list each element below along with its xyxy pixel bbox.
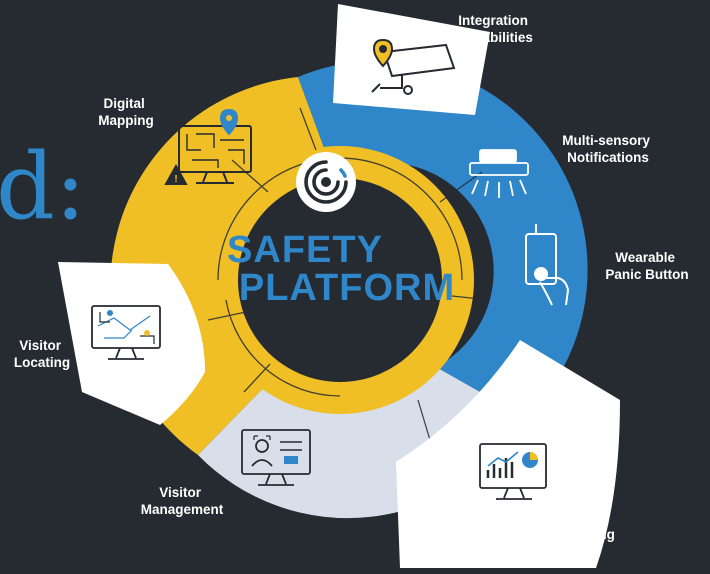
label-multi-sensory: Multi-sensory Notifications: [562, 133, 654, 165]
floorplan-monitor-icon: !: [164, 108, 252, 185]
label-visitor-locating: Visitor Locating: [14, 338, 70, 370]
label-visitor-management: Visitor Management: [141, 485, 224, 517]
security-camera-with-location-pin-icon: [371, 38, 456, 95]
partial-heading-text: d:: [0, 133, 86, 240]
visitor-profile-monitor-icon: [241, 429, 311, 486]
center-title-line2: PLATFORM: [239, 267, 455, 309]
chart-monitor-icon: [479, 443, 547, 500]
panel-integration: [333, 4, 490, 115]
panel-visitor-locating: [58, 262, 205, 425]
concentric-arcs-logo-icon: [296, 152, 356, 212]
dark-core: [238, 178, 442, 382]
map-monitor-icon: [91, 305, 161, 360]
label-wearable: Wearable Panic Button: [605, 250, 688, 282]
wearable-badge-hand-press-icon: [525, 224, 570, 306]
label-digital-mapping: Digital Mapping: [98, 96, 154, 128]
strobe-alarm-icon: [469, 149, 529, 198]
panel-data-reporting: [396, 340, 620, 568]
label-integration: Integration Capabilities: [457, 13, 533, 45]
center-title-line1: SAFETY: [227, 229, 383, 271]
label-data-reporting: Data Reporting: [551, 510, 615, 542]
svg-text:!: !: [174, 174, 177, 185]
